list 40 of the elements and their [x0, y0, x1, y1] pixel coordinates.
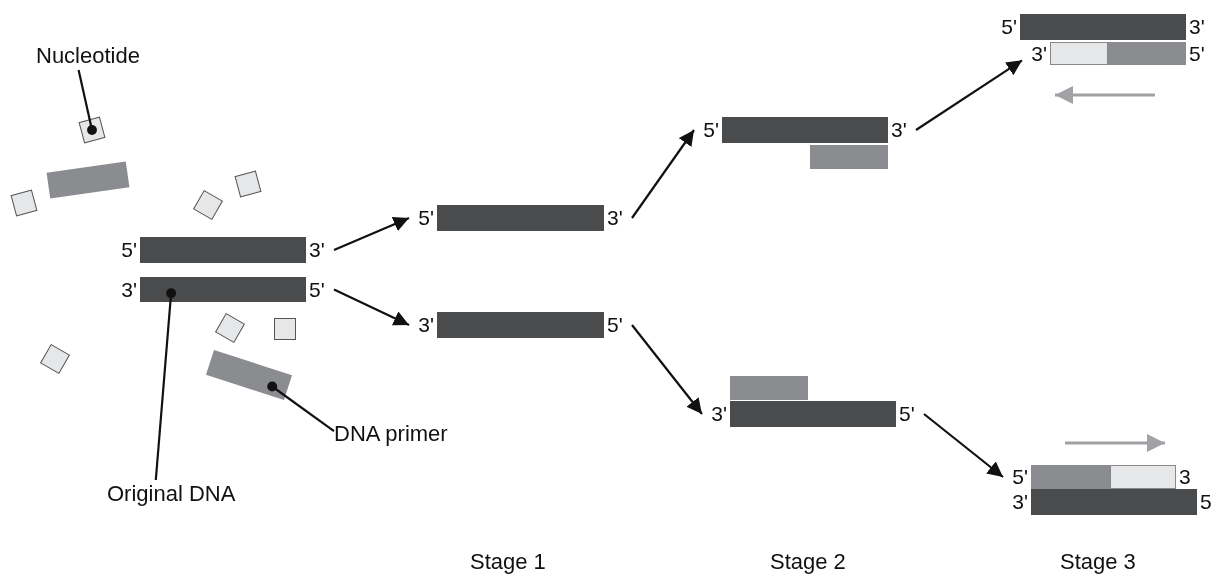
arrow [333, 288, 410, 326]
leader-line [77, 69, 97, 135]
end-label: 5' [702, 117, 720, 143]
end-label: 5' [1011, 465, 1029, 489]
annotation-label: Nucleotide [36, 42, 140, 70]
end-label: 5' [606, 312, 624, 338]
nucleotide-square [234, 170, 262, 198]
end-label: 3' [1188, 14, 1206, 40]
end-label: 3' [890, 117, 908, 143]
end-label: 5' [1188, 42, 1206, 65]
stage-label: Stage 3 [1060, 548, 1136, 576]
end-label: 3' [308, 237, 326, 263]
end-label: 3' [1011, 489, 1029, 515]
arrow [631, 129, 695, 219]
annotation-label: Original DNA [107, 480, 236, 508]
end-label: 3' [120, 277, 138, 302]
primer-bar [730, 376, 808, 400]
end-label: 3' [710, 401, 728, 427]
arrow [333, 216, 410, 251]
end-label: 5' [120, 237, 138, 263]
leader-line [154, 288, 177, 481]
nucleotide-square [274, 318, 296, 340]
annotation-label: DNA primer [334, 420, 448, 448]
primer-bar [810, 145, 888, 169]
end-label: 3' [417, 312, 435, 338]
end-label: 5 [1199, 489, 1213, 515]
stage-label: Stage 1 [470, 548, 546, 576]
end-label: 5' [308, 277, 326, 302]
arrow [631, 324, 703, 415]
end-label: 3 [1178, 465, 1192, 489]
leader-line [267, 381, 335, 433]
end-label: 5' [417, 205, 435, 231]
end-label: 5' [898, 401, 916, 427]
end-label: 3' [1030, 42, 1048, 65]
end-label: 5' [1000, 14, 1018, 40]
nucleotide-square [10, 189, 38, 217]
arrow [915, 59, 1023, 131]
stage-label: Stage 2 [770, 548, 846, 576]
end-label: 3' [606, 205, 624, 231]
arrow [923, 413, 1004, 478]
